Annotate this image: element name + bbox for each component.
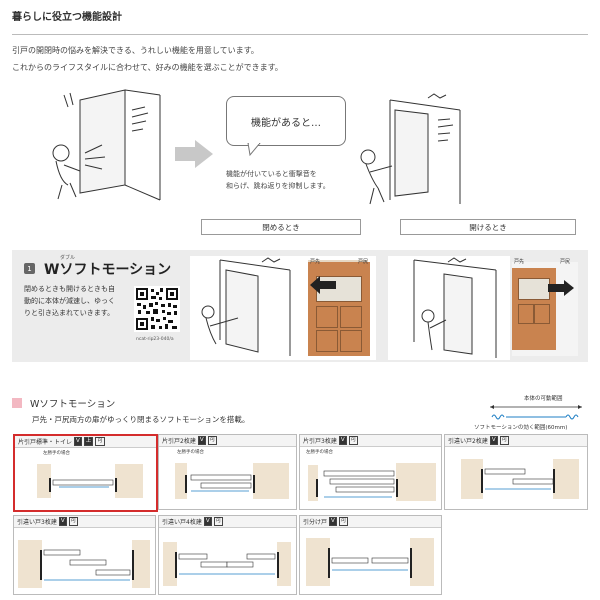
spec-cell-3-note: 左勝手の場合 — [306, 450, 333, 455]
spec-cell-3-tag-1: V — [338, 436, 347, 445]
spec-subtitle: 戸先・戸尻両方の扉がゆっくり閉まるソフトモーションを搭載。 — [32, 415, 250, 424]
feature-number-badge: 1 — [24, 263, 35, 274]
door-photo-close — [308, 262, 370, 356]
door-label-tojiri-1: 戸尻 — [358, 259, 369, 265]
track-diagram-3 — [308, 463, 436, 501]
track-diagram-2 — [175, 463, 289, 499]
spec-cell-3-head: 片引戸3枚建 V 可 — [300, 435, 441, 447]
spec-cell-3-tag-2: 可 — [348, 436, 359, 445]
bubble-desc-line-2: 和らげ、跳ね返りを抑制します。 — [226, 182, 330, 190]
spec-cell-4: 引違い戸2枚建 V 可 — [444, 434, 588, 510]
title-divider — [12, 34, 588, 35]
spec-cell-7-label: 引分け戸 — [303, 519, 328, 526]
section-marker — [12, 398, 22, 408]
spec-cell-4-label: 引違い戸2枚建 — [448, 438, 488, 445]
spec-cell-2-tag-2: 可 — [207, 436, 218, 445]
spec-cell-2-head: 片引戸2枚建 V 可 — [159, 435, 296, 447]
qr-caption: ncat-rip23-040/a — [136, 337, 174, 342]
spec-cell-1-label: 片引戸標準・トイレ — [18, 439, 73, 446]
spec-cell-1: 片引戸標準・トイレ V 上 可 左勝手の場合 — [13, 434, 158, 512]
range-bottom-label: ソフトモーションの効く範囲(60mm) — [474, 425, 568, 431]
arrow-right-icon — [175, 140, 213, 168]
spec-cell-5: 引違い戸3枚建 V 可 — [13, 515, 156, 595]
feature-desc-line-3: りと引き込まれていきます。 — [24, 309, 115, 317]
speech-bubble: 機能があると… — [226, 96, 346, 146]
bubble-description: 機能が付いていると衝撃音を 和らげ、跳ね返りを抑制します。 — [226, 168, 330, 192]
spec-cell-6-tag-1: V — [203, 517, 212, 526]
spec-cell-3: 片引戸3枚建 V 可 左勝手の場合 — [299, 434, 442, 510]
intro-line-1: 引戸の開閉時の悩みを解決できる、うれしい機能を用意しています。 — [12, 46, 259, 55]
spec-cell-7-head: 引分け戸 V 可 — [300, 516, 441, 528]
spec-cell-7-tag-1: V — [329, 517, 337, 526]
arrow-left-icon — [310, 276, 336, 294]
spec-cell-2-tag-1: V — [197, 436, 206, 445]
qr-code-icon[interactable] — [134, 286, 180, 332]
slamming-door-illustration — [52, 89, 161, 201]
range-top-label: 本体の可動範囲 — [524, 396, 563, 402]
door-label-tosaki-1: 戸先 — [310, 259, 321, 265]
feature-desc-line-2: 動的に本体が減速し、ゆっく — [24, 297, 115, 305]
track-diagram-1 — [37, 464, 143, 498]
spec-cell-5-head: 引違い戸3枚建 V 可 — [14, 516, 155, 528]
feature-title: Wソフトモーション — [44, 262, 172, 278]
section-title: 暮らしに役立つ機能設計 — [12, 12, 122, 23]
spec-cell-7-tag-2: 可 — [338, 517, 349, 526]
feature-desc-line-1: 閉めるときも開けるときも自 — [24, 285, 115, 293]
spec-cell-1-head: 片引戸標準・トイレ V 上 可 — [15, 436, 156, 448]
spec-cell-5-tag-1: V — [58, 517, 67, 526]
open-label: 開けるとき — [400, 219, 576, 235]
feature-ruby: ダブル — [60, 255, 76, 261]
spec-cell-2-note: 左勝手の場合 — [177, 450, 204, 455]
spec-cell-1-tag-1: V — [74, 437, 82, 446]
spec-cell-6-tag-2: 可 — [213, 517, 224, 526]
range-diagram — [490, 405, 582, 420]
spec-cell-5-label: 引違い戸3枚建 — [17, 519, 57, 526]
bubble-tail — [247, 143, 261, 157]
spec-cell-5-tag-2: 可 — [68, 517, 79, 526]
intro-line-2: これからのライフスタイルに合わせて、好みの機能を選ぶことができます。 — [12, 63, 283, 72]
spec-cell-6-label: 引違い戸4枚建 — [162, 519, 202, 526]
spec-cell-7: 引分け戸 V 可 — [299, 515, 442, 595]
soft-close-door-illustration — [360, 93, 461, 205]
spec-cell-1-note: 左勝手の場合 — [43, 451, 70, 456]
spec-cell-6: 引違い戸4枚建 V 可 — [158, 515, 297, 595]
arrow-right-small-icon — [548, 280, 574, 296]
spec-cell-4-head: 引違い戸2枚建 V 可 — [445, 435, 587, 447]
spec-cell-1-tag-2: 上 — [83, 437, 94, 446]
spec-cell-2-label: 片引戸2枚建 — [162, 438, 196, 445]
bubble-desc-line-1: 機能が付いていると衝撃音を — [226, 170, 317, 178]
track-diagram-5 — [18, 540, 150, 588]
door-label-tojiri-2: 戸尻 — [560, 259, 571, 265]
track-diagram-6 — [163, 542, 291, 586]
open-motion-illustration — [388, 256, 510, 360]
spec-cell-4-tag-2: 可 — [499, 436, 510, 445]
track-diagram-4 — [461, 459, 579, 499]
close-label: 閉めるとき — [201, 219, 361, 235]
feature-description: 閉めるときも開けるときも自 動的に本体が減速し、ゆっく りと引き込まれていきます… — [24, 283, 132, 319]
door-photo-open — [512, 262, 578, 356]
door-label-tosaki-2: 戸先 — [514, 259, 525, 265]
track-diagram-7 — [306, 538, 434, 586]
spec-cell-2: 片引戸2枚建 V 可 左勝手の場合 — [158, 434, 297, 510]
spec-cell-1-tag-3: 可 — [95, 437, 105, 446]
spec-cell-6-head: 引違い戸4枚建 V 可 — [159, 516, 296, 528]
spec-cell-4-tag-1: V — [489, 436, 498, 445]
spec-title: Wソフトモーション — [30, 399, 116, 410]
spec-cell-3-label: 片引戸3枚建 — [303, 438, 337, 445]
